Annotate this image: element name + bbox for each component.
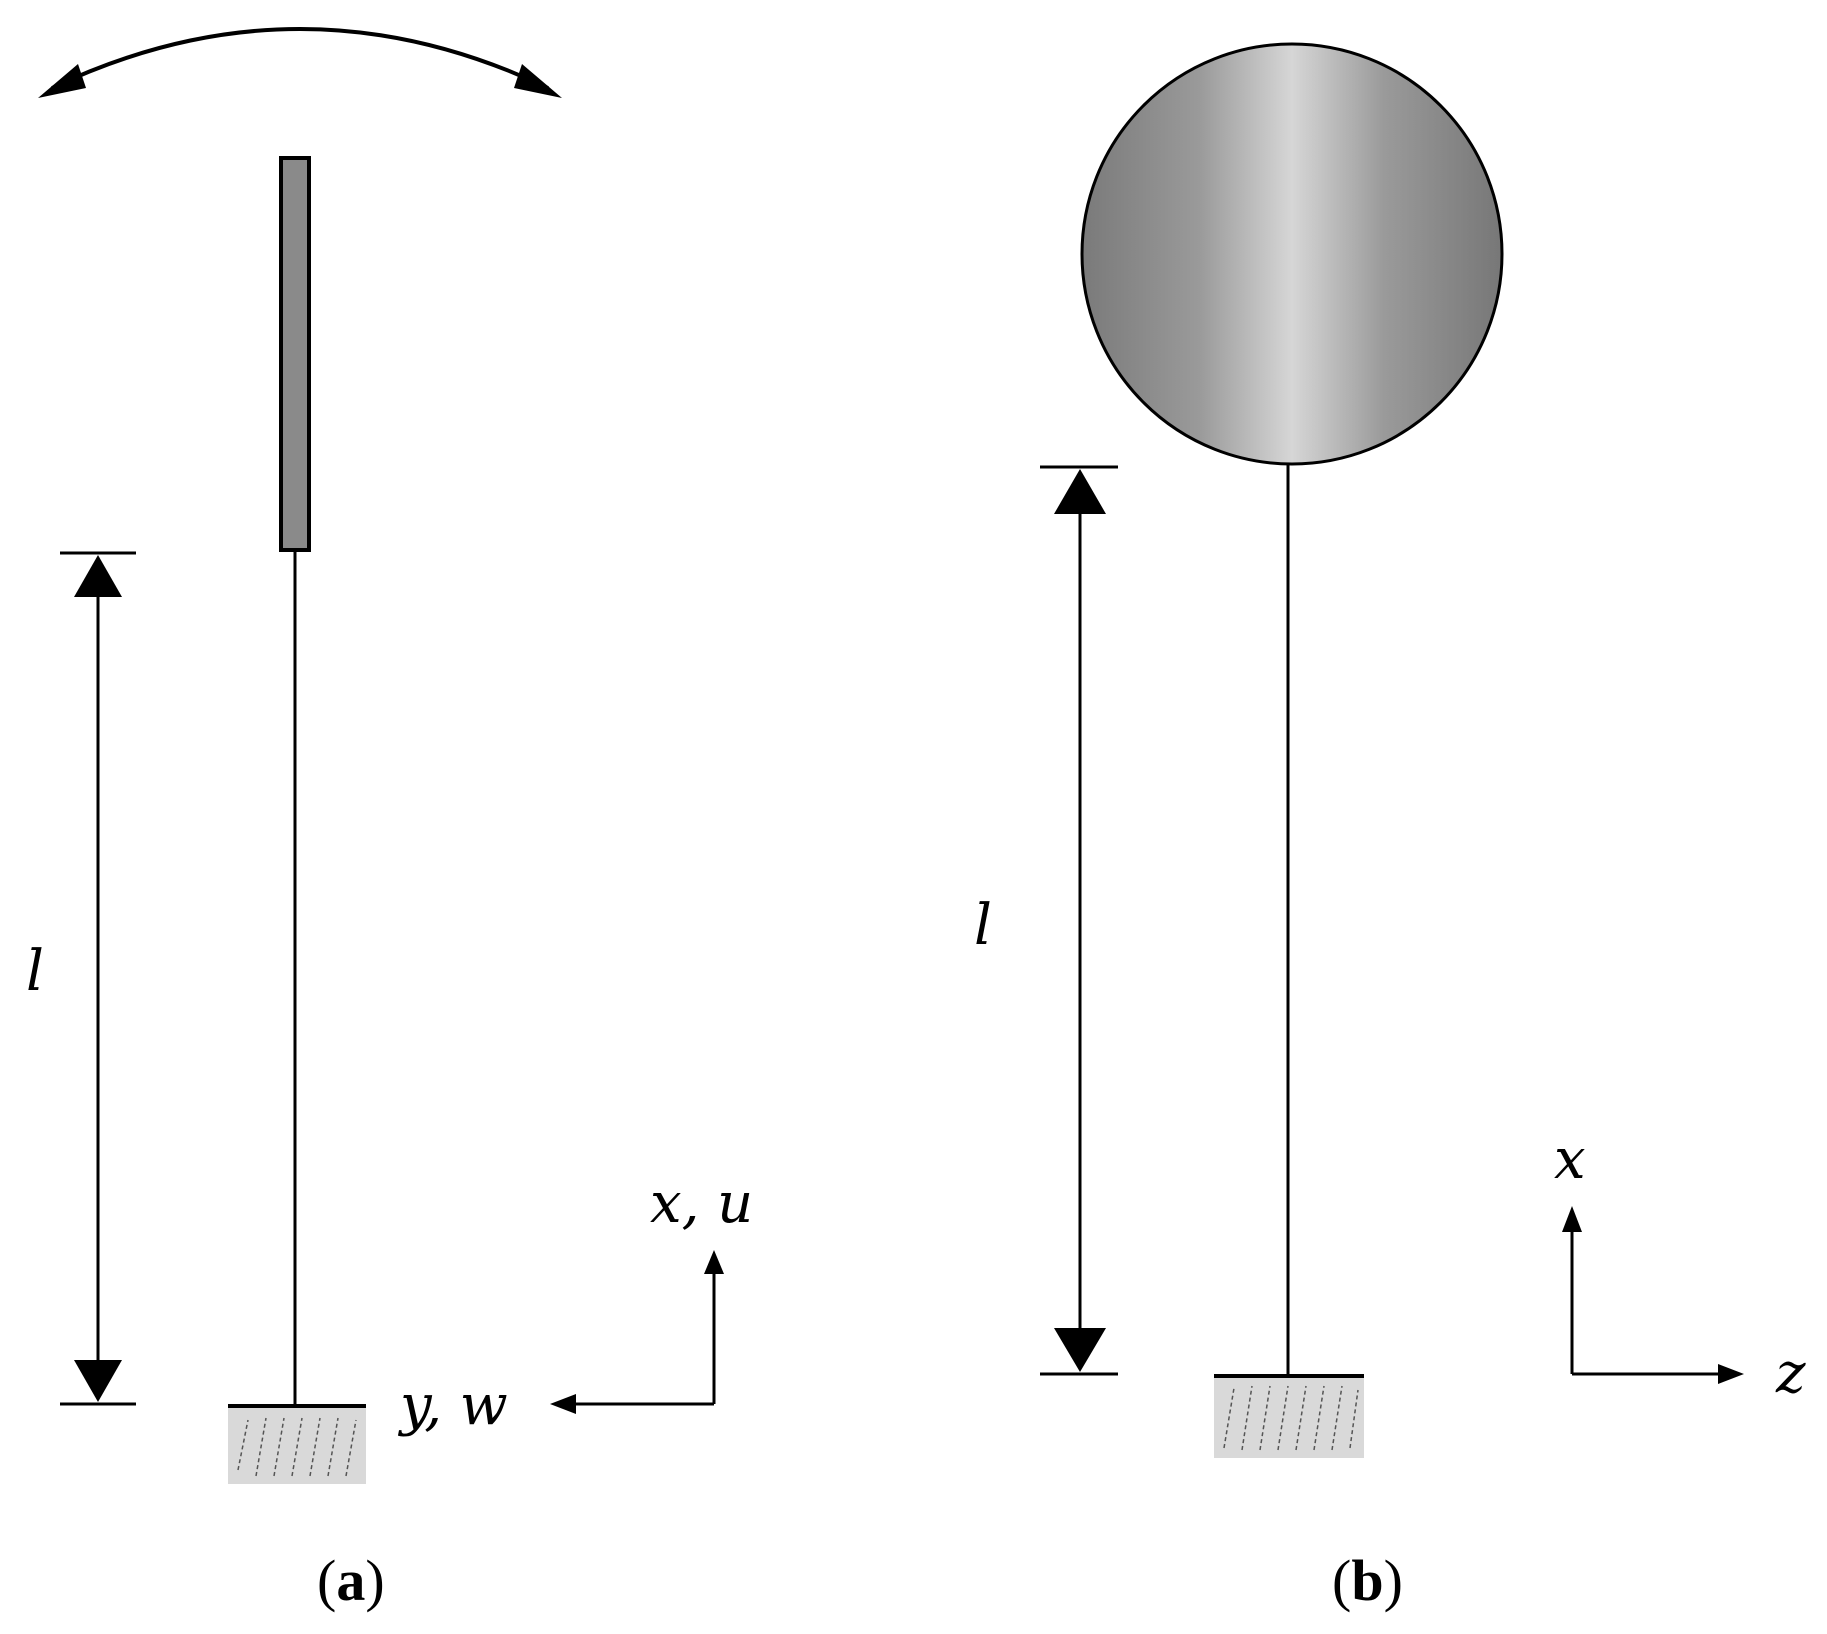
caption-a: (a)	[317, 1548, 385, 1613]
axes-b	[1562, 1206, 1744, 1384]
clamp-base-b	[1214, 1374, 1364, 1458]
axis-label-x: x	[1554, 1127, 1586, 1192]
axis-label-z: z	[1775, 1341, 1806, 1406]
axis-label-xu: x, u	[650, 1171, 753, 1236]
caption-b: (b)	[1332, 1548, 1403, 1613]
axes-a	[550, 1250, 724, 1414]
axis-label-yw: y, w	[397, 1373, 508, 1438]
length-label-b: l	[974, 893, 992, 958]
oscillation-arrow-icon	[38, 27, 562, 98]
tip-plate	[279, 156, 311, 552]
length-dimension-a	[60, 551, 136, 1406]
panel-b: l x z (b)	[974, 42, 1806, 1613]
clamp-base-a	[228, 1404, 366, 1484]
tip-sphere	[1080, 42, 1504, 466]
length-dimension-b	[1040, 465, 1118, 1376]
panel-a: l x, u y, w (a)	[26, 27, 753, 1613]
length-label-a: l	[26, 939, 44, 1004]
